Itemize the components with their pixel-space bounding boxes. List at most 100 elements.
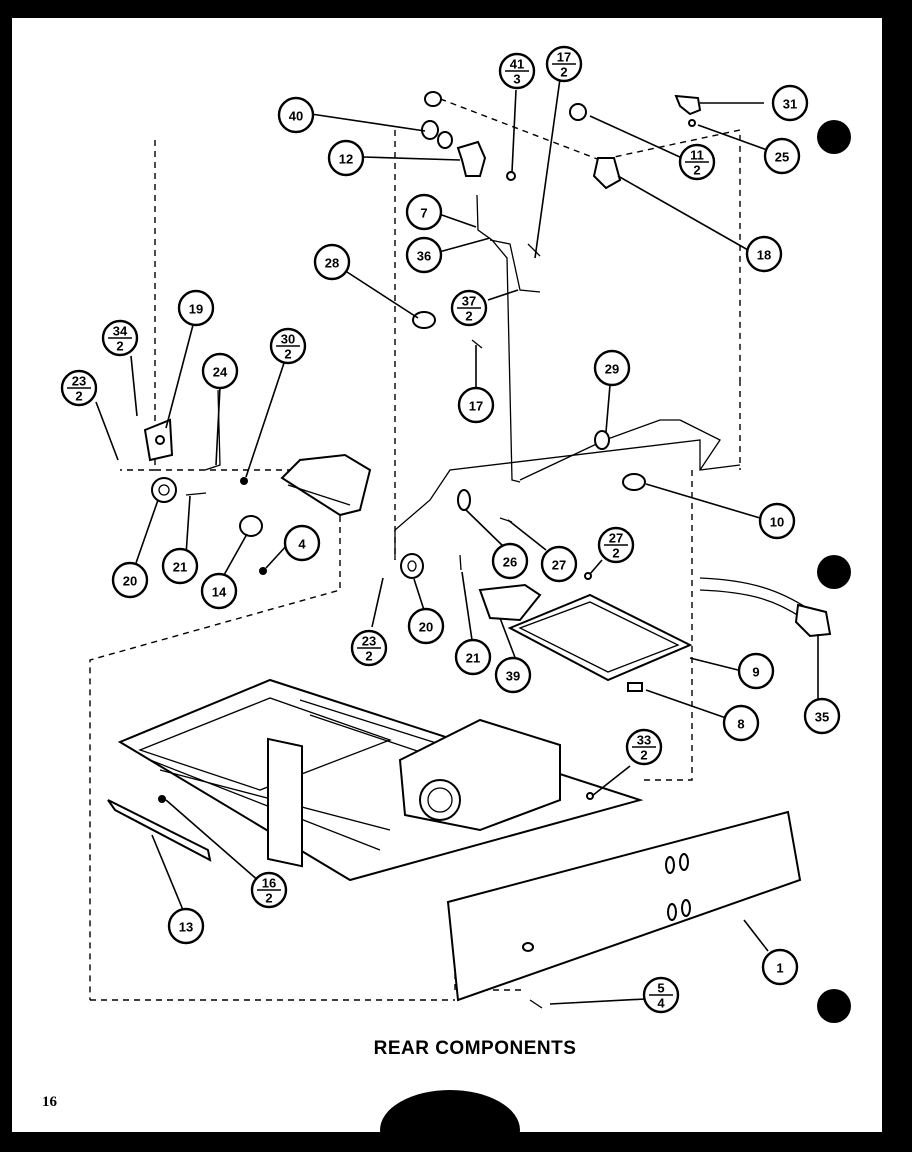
callout-quantity: 2 [640,748,647,763]
callout-circle [494,656,532,694]
washer-part-25 [688,119,696,127]
rear-access-panel [446,810,802,1009]
scan-blot [380,1090,520,1152]
callout-circle [761,948,799,986]
bracket-part-13 [107,799,212,862]
callout-26: 26 [491,542,529,580]
callout-part-number: 28 [325,256,339,271]
condenser-fan-bracket [267,737,303,868]
wheel-part-20-right [400,553,424,579]
callout-circle [803,697,841,735]
callout-19: 19 [177,289,215,327]
callout-circle [745,235,783,273]
screw-part-41 [506,171,516,181]
callout-quantity: 2 [365,649,372,664]
callout-circle [593,349,631,387]
callout-part-number: 27 [552,558,566,573]
callout-circle [722,704,760,742]
callout-part-number: 25 [775,150,789,165]
grommet-part-40 [421,120,439,140]
callout-part-number: 29 [605,362,619,377]
drain-tube-29 [519,419,680,481]
callout-part-number: 1 [776,961,783,976]
callout-part-number: 4 [298,537,306,552]
callout-circle [457,386,495,424]
callout-11: 112 [678,143,716,181]
callout-28: 28 [313,243,351,281]
callout-35: 35 [803,697,841,735]
callout-1: 1 [761,948,799,986]
callout-40: 40 [277,96,315,134]
wheel-part-20-left [151,477,177,503]
callout-part-number: 31 [783,97,797,112]
callout-24: 24 [201,352,239,390]
callout-circle [111,561,149,599]
callout-quantity: 2 [75,389,82,404]
clip-part-8 [627,682,643,692]
callout-circle [201,352,239,390]
callout-quantity: 2 [265,891,272,906]
callout-quantity: 2 [560,65,567,80]
callout-30: 302 [269,327,307,365]
callout-37: 372 [450,289,488,327]
callout-part-number: 21 [173,560,187,575]
cap-part-11 [569,103,587,121]
clip-part-12 [456,140,487,177]
callout-circle [763,137,801,175]
callout-31: 31 [771,84,809,122]
callout-part-number: 26 [503,555,517,570]
punch-hole-bottom [817,989,851,1023]
callout-part-number: 13 [179,920,193,935]
punch-hole-top [817,120,851,154]
callout-4: 4 [283,524,321,562]
callout-part-number: 10 [770,515,784,530]
machine-base [107,678,644,882]
callout-17b: 17 [457,386,495,424]
valve-part-18 [592,157,622,190]
callout-part-number: 8 [737,717,744,732]
callout-part-number: 35 [815,710,829,725]
callout-part-number: 33 [637,733,651,748]
callout-41: 413 [498,52,536,90]
callout-circle [771,84,809,122]
callout-circle [454,638,492,676]
grommet-inner [437,131,453,149]
punch-hole-middle [817,555,851,589]
callout-part-number: 7 [420,206,427,221]
grommet-part-28 [412,311,436,329]
callout-part-number: 17 [557,50,571,65]
drain-pan-9 [507,593,693,682]
callout-circle [283,524,321,562]
tubing-assembly [412,194,680,491]
callout-part-number: 30 [281,332,295,347]
callout-circle [161,547,199,585]
callout-10: 10 [758,502,796,540]
callout-part-number: 18 [757,248,771,263]
callout-part-number: 16 [262,876,276,891]
clamp-part-14 [239,515,263,537]
callout-23a: 232 [60,369,98,407]
callout-33: 332 [625,728,663,766]
callout-quantity: 4 [657,996,665,1011]
callout-part-number: 39 [506,669,520,684]
callout-34: 342 [101,319,139,357]
callout-circle [758,502,796,540]
callout-29: 29 [593,349,631,387]
power-cord-35 [699,577,811,611]
callout-part-number: 41 [510,57,524,72]
callout-39: 39 [494,656,532,694]
callout-27a: 27 [540,545,578,583]
callout-circle [405,193,443,231]
callout-9: 9 [737,652,775,690]
callout-21b: 21 [454,638,492,676]
callout-part-number: 9 [752,665,759,680]
callout-circle [540,545,578,583]
callout-part-number: 24 [213,365,228,380]
fitting-part-31 [674,94,702,116]
callout-circle [200,572,238,610]
plug-part [424,91,442,107]
callout-quantity: 2 [284,347,291,362]
callout-circle [313,243,351,281]
callout-27b: 272 [597,526,635,564]
